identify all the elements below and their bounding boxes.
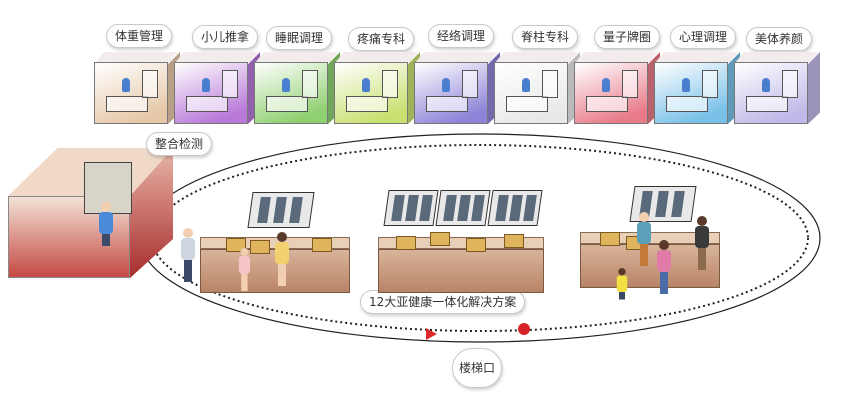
product-box	[250, 240, 270, 254]
stairs-label: 楼梯口	[452, 348, 502, 388]
room-furniture	[506, 96, 548, 112]
room-furniture	[186, 96, 228, 112]
room-furniture	[426, 96, 468, 112]
room-person	[522, 78, 530, 92]
room-top	[734, 52, 818, 64]
room-top	[654, 52, 738, 64]
product-box	[600, 232, 620, 246]
room-furniture	[346, 96, 388, 112]
room-furniture	[586, 96, 628, 112]
room-box	[734, 52, 820, 124]
display-shelf-center-3	[487, 190, 543, 226]
room-label: 美体养颜	[746, 27, 813, 51]
red-dot-icon	[518, 323, 530, 335]
room-person	[602, 78, 610, 92]
room-top	[174, 52, 258, 64]
display-shelf-center-1	[383, 190, 439, 226]
product-box	[504, 234, 524, 248]
product-box	[466, 238, 486, 252]
room-top	[94, 52, 178, 64]
room-person	[202, 78, 210, 92]
display-shelf-center-2	[435, 190, 491, 226]
room-person	[122, 78, 130, 92]
detection-room	[8, 148, 173, 278]
room-box	[654, 52, 740, 124]
room-top	[494, 52, 578, 64]
room-person	[282, 78, 290, 92]
room-person	[762, 78, 770, 92]
room-box	[254, 52, 340, 124]
room-cabinet	[222, 70, 238, 98]
room-label: 睡眠调理	[266, 26, 333, 50]
product-box	[312, 238, 332, 252]
room-box	[94, 52, 180, 124]
room-cabinet	[542, 70, 558, 98]
room-side	[808, 52, 820, 124]
room-person	[362, 78, 370, 92]
counter-center	[378, 237, 544, 293]
room-top	[414, 52, 498, 64]
display-shelf-left	[247, 192, 315, 228]
room-cabinet	[782, 70, 798, 98]
room-cabinet	[622, 70, 638, 98]
room-cabinet	[142, 70, 158, 98]
room-furniture	[746, 96, 788, 112]
room-furniture	[266, 96, 308, 112]
room-furniture	[666, 96, 708, 112]
room-label: 小儿推拿	[192, 25, 259, 49]
room-box	[334, 52, 420, 124]
room-furniture	[106, 96, 148, 112]
room-label: 量子牌圈	[594, 25, 661, 49]
room-cabinet	[302, 70, 318, 98]
room-label: 脊柱专科	[512, 25, 579, 49]
room-label: 心理调理	[670, 25, 737, 49]
solution-label: 12大亚健康一体化解决方案	[360, 290, 526, 314]
room-label: 体重管理	[106, 24, 173, 48]
room-box	[174, 52, 260, 124]
room-top	[254, 52, 338, 64]
room-top	[574, 52, 658, 64]
detection-label: 整合检测	[146, 132, 213, 156]
room-cabinet	[462, 70, 478, 98]
room-label: 疼痛专科	[348, 27, 415, 51]
room-person	[682, 78, 690, 92]
room-box	[494, 52, 580, 124]
room-label: 经络调理	[428, 24, 495, 48]
room-box	[574, 52, 660, 124]
room-cabinet	[702, 70, 718, 98]
room-box	[414, 52, 500, 124]
room-cabinet	[382, 70, 398, 98]
product-box	[430, 232, 450, 246]
triangle-arrow-icon	[426, 328, 437, 340]
inner-dotted-loop	[151, 144, 809, 332]
product-box	[396, 236, 416, 250]
room-person	[442, 78, 450, 92]
room-top	[334, 52, 418, 64]
